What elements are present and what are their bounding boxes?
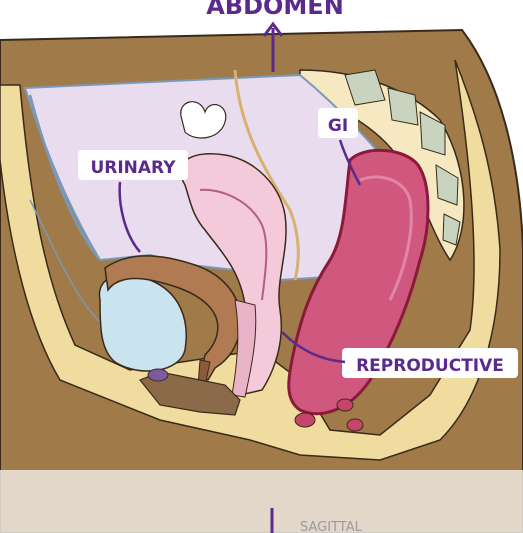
bottom-caption: SAGITTAL [300,520,363,533]
urinary-label: URINARY [90,158,176,178]
lower-skin-band [0,470,523,533]
top-direction-label: ABDOMEN [206,0,344,20]
clitoris [148,369,168,381]
gi-label: GI [328,116,348,136]
reproductive-label: REPRODUCTIVE [356,356,504,376]
intestine-loop [181,102,226,138]
